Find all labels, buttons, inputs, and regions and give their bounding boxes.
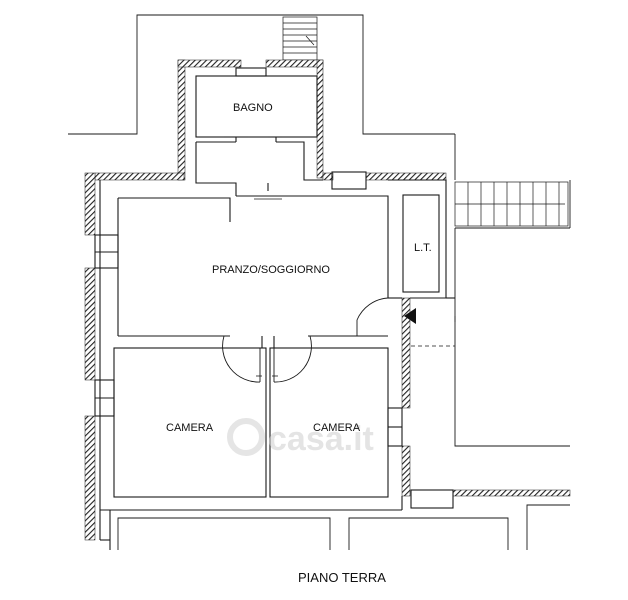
context-lines (68, 14, 571, 550)
room-label-camera-right: CAMERA (313, 422, 361, 434)
stair-right (454, 181, 569, 227)
watermark: casa.it (227, 418, 374, 458)
fixtures (224, 136, 456, 377)
room-label-bagno: BAGNO (233, 102, 273, 114)
room-label-camera-left: CAMERA (166, 422, 214, 434)
room-label-lt: L.T. (414, 242, 432, 254)
room-label-pranzo: PRANZO/SOGGIORNO (212, 264, 330, 276)
stair-top (282, 16, 318, 61)
hatched-walls (84, 59, 571, 541)
door-swings (196, 136, 389, 383)
plan-title: PIANO TERRA (298, 570, 386, 585)
entrance-arrow-icon (404, 308, 416, 324)
walls (94, 67, 455, 550)
watermark-text: casa.it (268, 420, 374, 458)
